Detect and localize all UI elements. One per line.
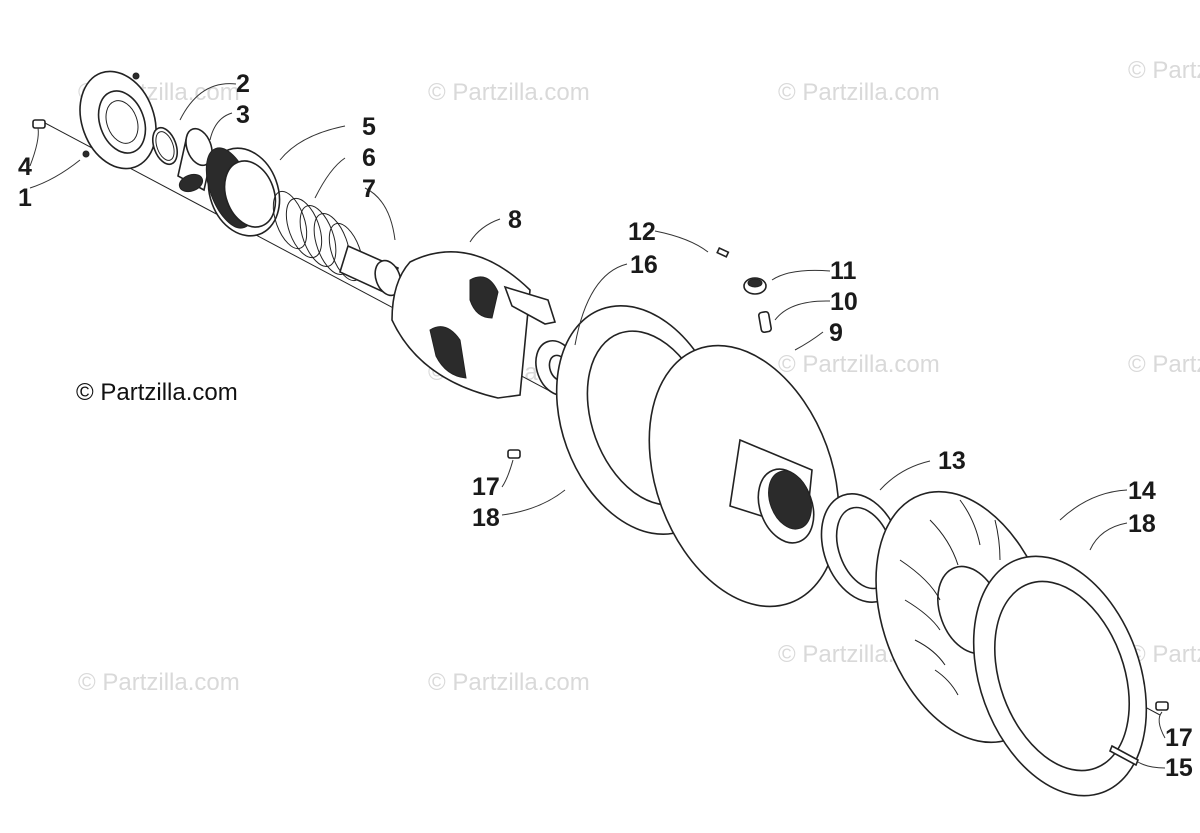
callout-14: 14 <box>1128 477 1156 505</box>
callout-17-upper: 17 <box>472 473 500 501</box>
callout-18-upper: 18 <box>472 504 500 532</box>
callout-12: 12 <box>628 218 656 246</box>
watermark: © Partzilla.com <box>1128 57 1200 84</box>
watermark: © Partzilla.com <box>78 669 240 696</box>
callout-9: 9 <box>829 319 843 347</box>
part-roller <box>743 277 767 295</box>
part-screw <box>507 449 1169 711</box>
callout-2: 2 <box>236 70 250 98</box>
part-spring-seat <box>205 147 281 237</box>
part-snap-ring <box>151 126 179 166</box>
callout-15: 15 <box>1165 754 1193 782</box>
part-sleeve <box>339 244 402 297</box>
callout-6: 6 <box>362 144 376 172</box>
callout-17-lower: 17 <box>1165 724 1193 752</box>
callout-11: 11 <box>830 257 857 285</box>
callout-13: 13 <box>938 447 966 475</box>
callout-7: 7 <box>362 175 376 203</box>
part-pin <box>716 247 730 258</box>
watermark: © Partzilla.com <box>428 79 590 106</box>
watermark: © Partzilla.com <box>778 351 940 378</box>
part-gasket-ring-lower <box>972 555 1148 797</box>
watermark: © Partzilla.com <box>778 79 940 106</box>
part-screw-small <box>32 119 46 129</box>
callout-10: 10 <box>830 288 858 316</box>
callout-4: 4 <box>18 153 32 181</box>
part-sheave <box>648 344 840 608</box>
leader-lines <box>29 83 1166 769</box>
watermark: © Partzilla.com <box>1128 351 1200 378</box>
callout-labels: 1 2 3 4 5 6 7 8 9 10 11 12 13 14 15 16 1… <box>18 70 1193 782</box>
callout-5: 5 <box>362 113 376 141</box>
callout-1: 1 <box>18 184 32 212</box>
part-bushing <box>177 127 213 193</box>
callout-3: 3 <box>236 101 250 129</box>
callout-18-lower: 18 <box>1128 510 1156 538</box>
callout-8: 8 <box>508 206 522 234</box>
part-roller-pin <box>758 310 772 334</box>
part-long-screw <box>1108 744 1140 767</box>
watermark: © Partzilla.com <box>428 669 590 696</box>
part-cam <box>391 250 557 399</box>
callout-16: 16 <box>630 251 658 279</box>
copyright-notice: © Partzilla.com <box>76 379 238 406</box>
part-cover-plate <box>79 70 157 170</box>
